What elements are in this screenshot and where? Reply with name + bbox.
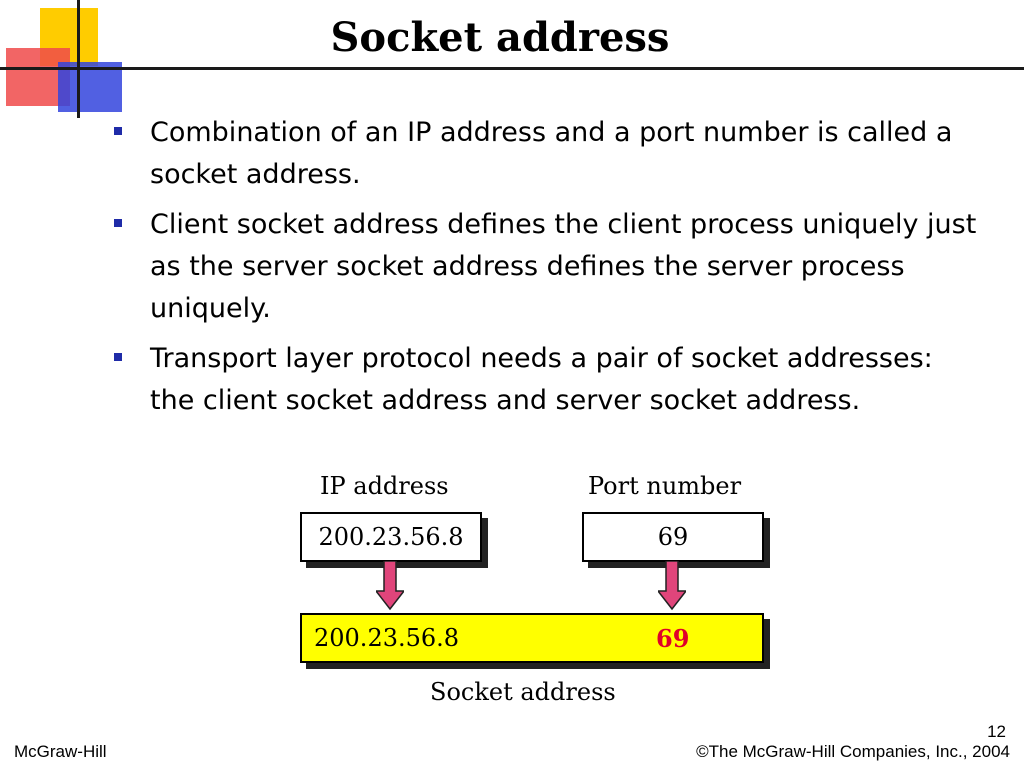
decorative-vertical-line — [77, 0, 80, 118]
socket-port-value: 69 — [656, 623, 690, 653]
socket-address-label: Socket address — [430, 678, 616, 706]
page-number: 12 — [987, 722, 1006, 741]
bullet-item: Combination of an IP address and a port … — [114, 112, 984, 196]
footer-publisher: McGraw-Hill — [14, 742, 107, 761]
port-number-value: 69 — [657, 523, 689, 551]
bullet-square-icon — [114, 353, 122, 361]
decorative-blue-square — [58, 62, 122, 112]
bullet-text: Client socket address defines the client… — [150, 209, 977, 324]
slide-title: Socket address — [330, 14, 670, 61]
socket-address-diagram: IP address Port number 200.23.56.8 69 20… — [290, 470, 790, 720]
down-arrow-icon — [658, 561, 686, 611]
bullet-item: Client socket address defines the client… — [114, 204, 984, 330]
ip-address-label: IP address — [320, 472, 449, 500]
bullet-text: Combination of an IP address and a port … — [150, 117, 953, 190]
bullet-square-icon — [114, 127, 122, 135]
bullet-text: Transport layer protocol needs a pair of… — [150, 343, 933, 416]
title-rule — [0, 67, 1024, 70]
bullet-list: Combination of an IP address and a port … — [114, 112, 984, 430]
ip-address-box: 200.23.56.8 — [300, 512, 482, 562]
down-arrow-icon — [376, 561, 404, 611]
bullet-square-icon — [114, 219, 122, 227]
socket-address-box: 200.23.56.8 69 — [300, 613, 764, 663]
port-number-box: 69 — [582, 512, 764, 562]
port-number-label: Port number — [588, 472, 742, 500]
footer-copyright: ©The McGraw-Hill Companies, Inc., 2004 — [696, 742, 1010, 761]
bullet-item: Transport layer protocol needs a pair of… — [114, 338, 984, 422]
socket-ip-value: 200.23.56.8 — [314, 624, 460, 652]
ip-address-value: 200.23.56.8 — [318, 523, 464, 551]
